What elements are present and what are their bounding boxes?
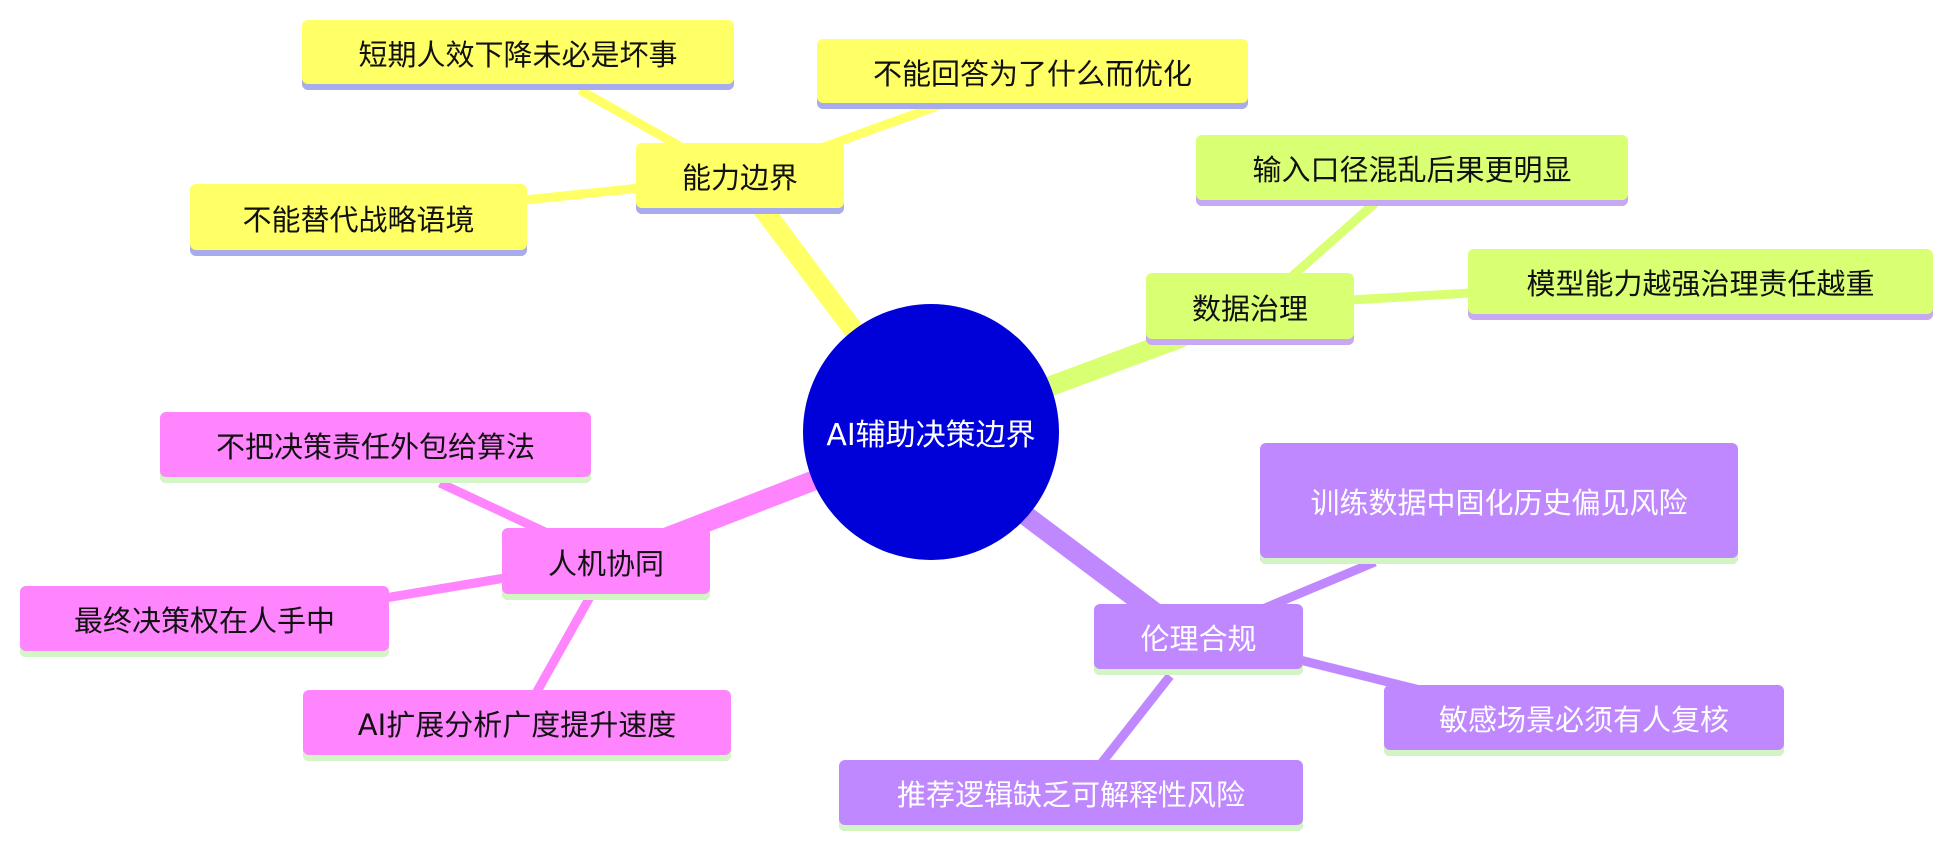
branch-collab[interactable]: 人机协同 xyxy=(502,528,710,600)
link-data-c2 xyxy=(1349,288,1471,305)
link-root-capability xyxy=(750,195,865,342)
link-root-data xyxy=(1030,328,1190,400)
link-ethics-c1 xyxy=(1263,557,1377,613)
leaf-ethics-1-label: 训练数据中固化历史偏见风险 xyxy=(1310,486,1688,521)
leaf-capability-3-label: 不能替代战略语境 xyxy=(242,202,475,237)
link-capability-c1 xyxy=(577,86,693,156)
leaf-data-2[interactable]: 模型能力越强治理责任越重 xyxy=(1468,249,1933,320)
link-collab-c2 xyxy=(384,573,506,603)
leaf-collab-1-label: 不把决策责任外包给算法 xyxy=(215,430,535,465)
branch-data[interactable]: 数据治理 xyxy=(1146,273,1354,345)
branch-data-label: 数据治理 xyxy=(1191,291,1308,326)
link-ethics-c3 xyxy=(1096,673,1174,768)
leaf-collab-3-label: AI扩展分析广度提升速度 xyxy=(357,708,677,743)
leaf-collab-1[interactable]: 不把决策责任外包给算法 xyxy=(160,412,591,483)
link-capability-c3 xyxy=(524,183,641,205)
branch-ethics[interactable]: 伦理合规 xyxy=(1094,604,1303,675)
leaf-ethics-3-label: 推荐逻辑缺乏可解释性风险 xyxy=(896,778,1245,813)
link-root-ethics xyxy=(1015,505,1175,630)
link-collab-c3 xyxy=(531,594,594,698)
leaf-collab-2[interactable]: 最终决策权在人手中 xyxy=(20,586,389,657)
leaf-data-2-label: 模型能力越强治理责任越重 xyxy=(1526,267,1875,302)
leaf-ethics-3[interactable]: 推荐逻辑缺乏可解释性风险 xyxy=(839,760,1303,831)
leaf-collab-2-label: 最终决策权在人手中 xyxy=(73,604,335,639)
link-collab-c1 xyxy=(438,478,547,537)
leaf-collab-3[interactable]: AI扩展分析广度提升速度 xyxy=(303,690,731,761)
leaf-ethics-2-label: 敏感场景必须有人复核 xyxy=(1438,703,1729,738)
leaf-capability-1-label: 短期人效下降未必是坏事 xyxy=(358,37,678,72)
leaf-data-1[interactable]: 输入口径混乱后果更明显 xyxy=(1196,135,1628,206)
leaf-capability-3[interactable]: 不能替代战略语境 xyxy=(190,184,527,256)
root-node[interactable]: AI辅助决策边界 xyxy=(803,304,1059,560)
branch-collab-label: 人机协同 xyxy=(547,546,664,581)
branch-capability-label: 能力边界 xyxy=(681,161,798,196)
leaf-data-1-label: 输入口径混乱后果更明显 xyxy=(1252,153,1572,188)
link-data-c1 xyxy=(1287,199,1378,282)
root-label: AI辅助决策边界 xyxy=(826,418,1036,453)
branch-ethics-label: 伦理合规 xyxy=(1140,622,1257,657)
branch-capability[interactable]: 能力边界 xyxy=(636,143,844,214)
leaf-ethics-2[interactable]: 敏感场景必须有人复核 xyxy=(1384,685,1784,756)
leaf-capability-2-label: 不能回答为了什么而优化 xyxy=(872,56,1192,91)
leaf-ethics-1[interactable]: 训练数据中固化历史偏见风险 xyxy=(1260,443,1738,564)
leaf-capability-1[interactable]: 短期人效下降未必是坏事 xyxy=(302,20,734,90)
leaf-capability-2[interactable]: 不能回答为了什么而优化 xyxy=(817,39,1248,109)
